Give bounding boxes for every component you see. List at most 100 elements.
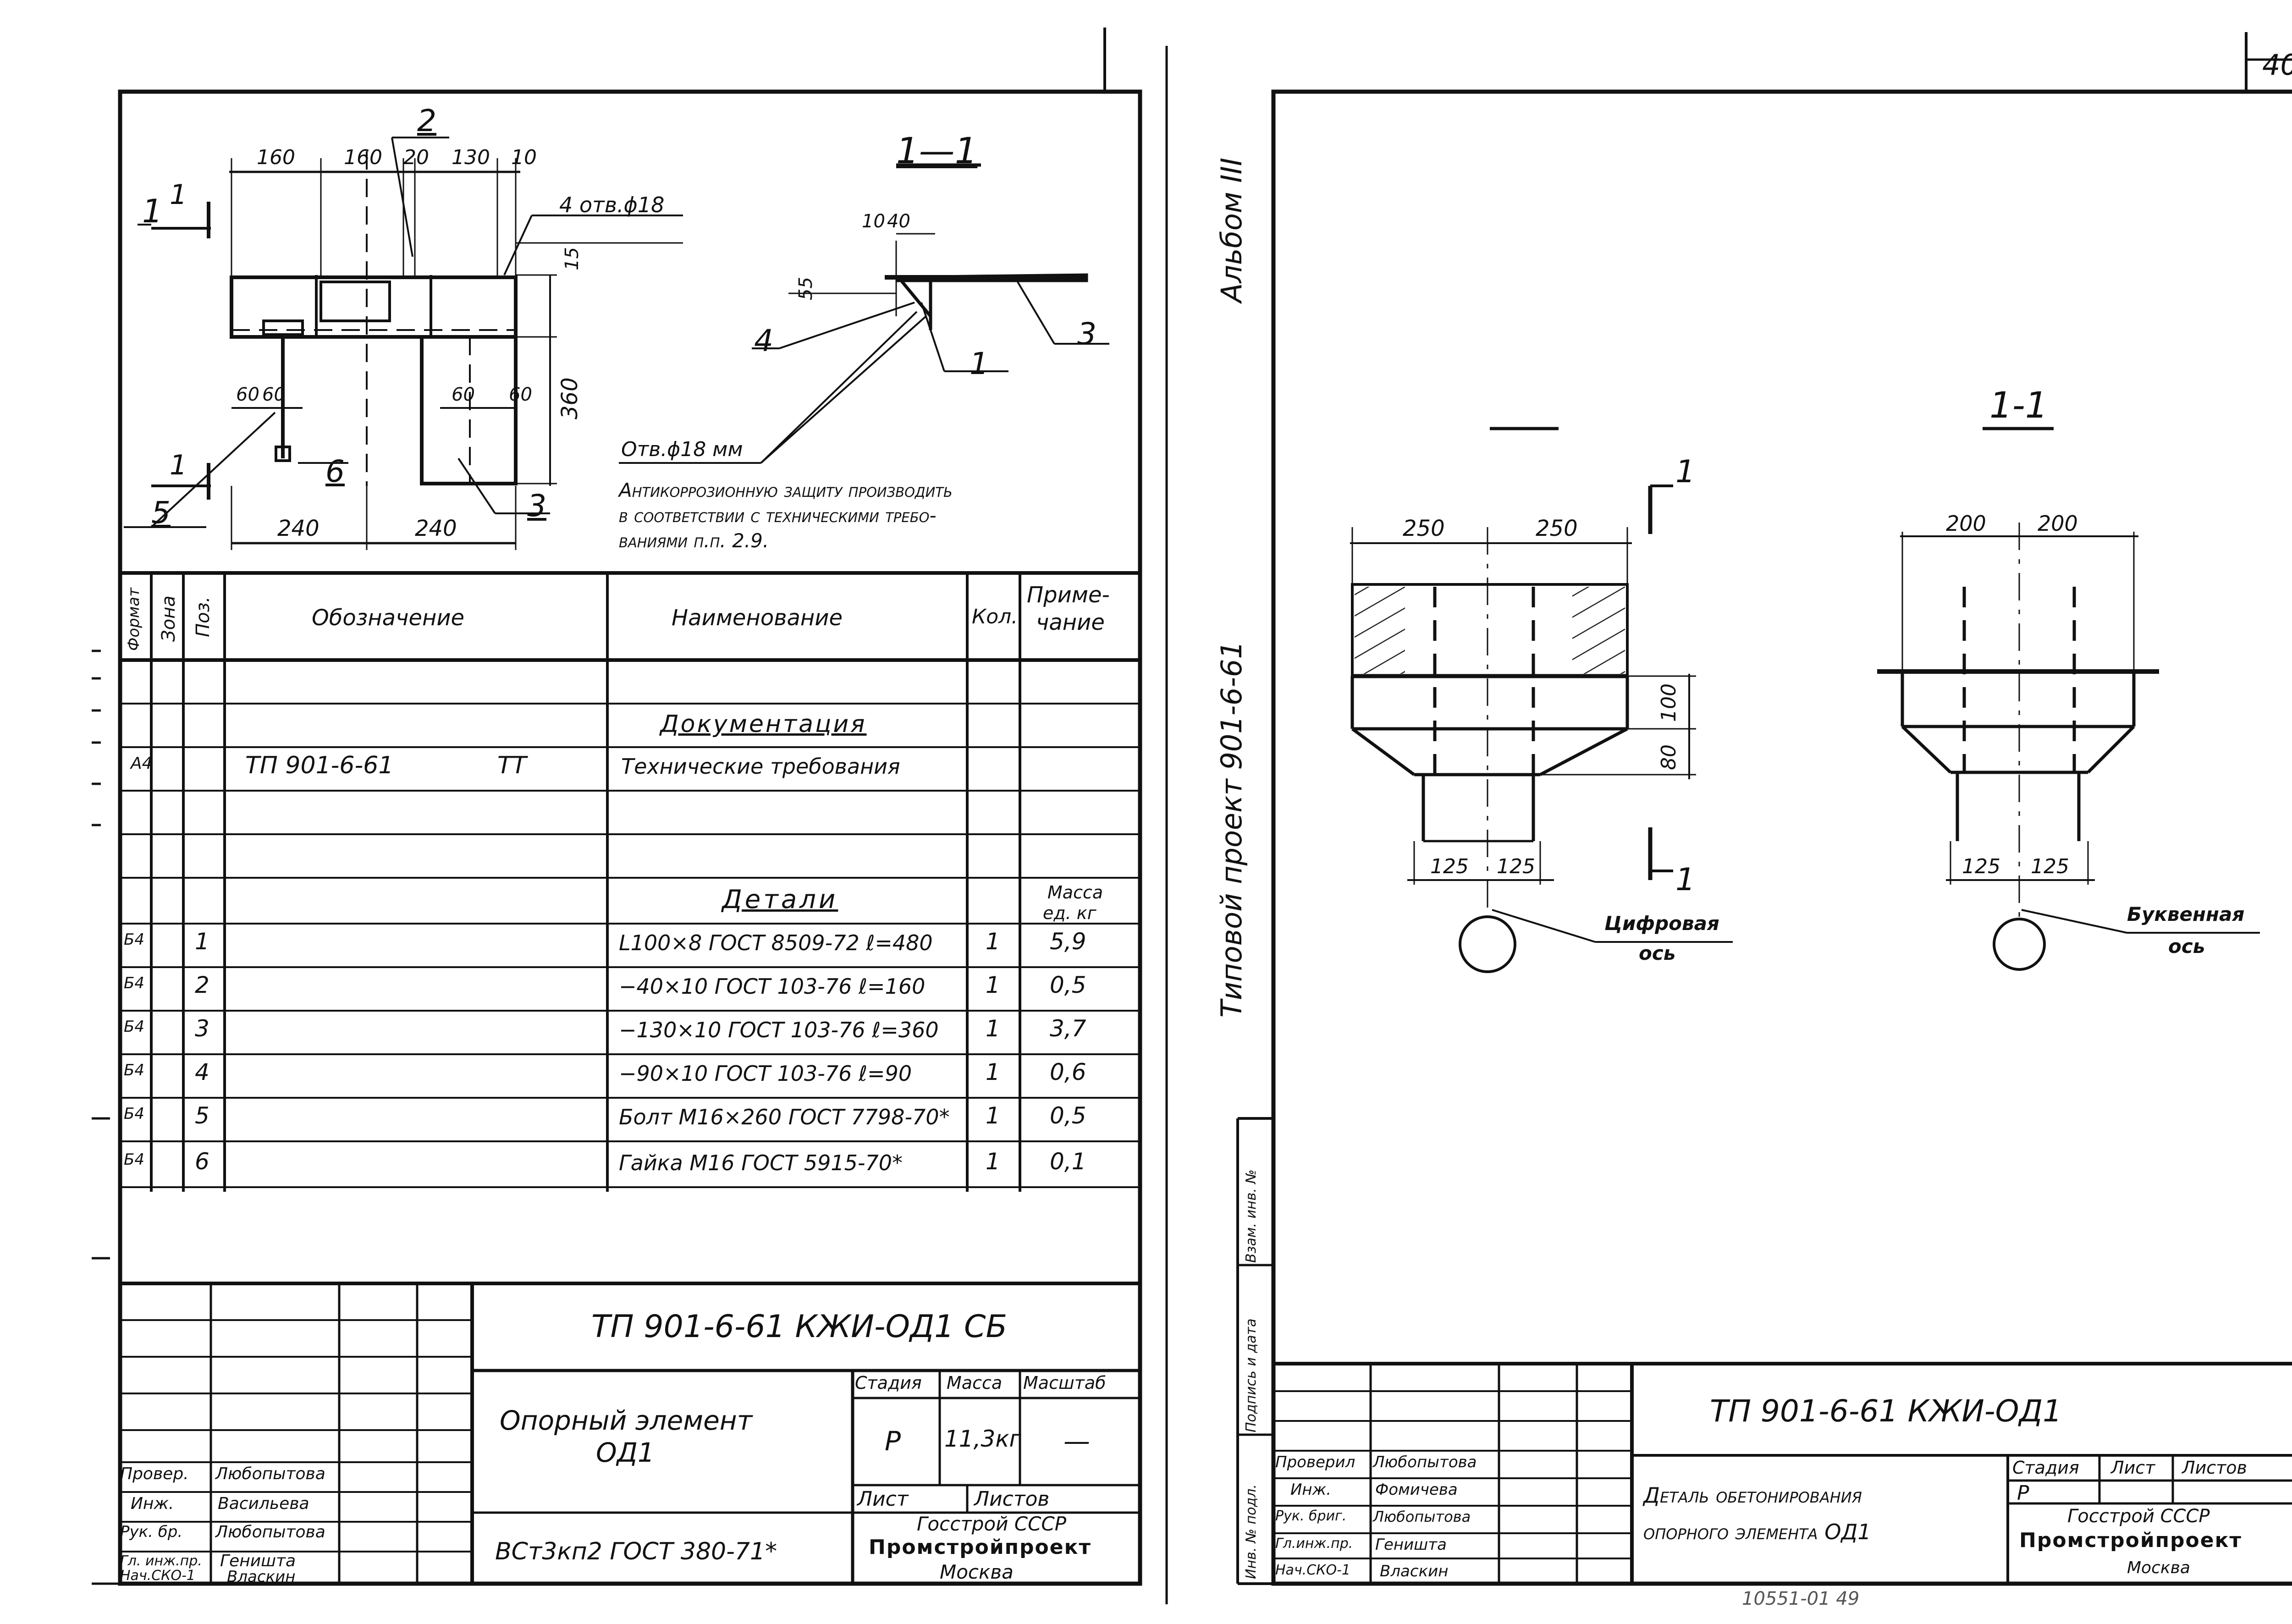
- mass-header-1: Масса: [1047, 882, 1103, 903]
- row-name: Гайка М16 ГОСТ 5915-70*: [619, 1151, 903, 1175]
- signer-name: Власкин: [1380, 1562, 1449, 1580]
- scale-value: —: [1063, 1426, 1090, 1457]
- stamp-inv-podl: Инв. № подл.: [1243, 1484, 1259, 1579]
- header-pos: Поз.: [193, 596, 214, 637]
- vertical-project: Типовой проект 901-6-61: [1215, 641, 1248, 1018]
- doc-row-designation: ТП 901-6-61: [245, 752, 394, 779]
- mass-value: 11,3кг: [944, 1426, 1021, 1452]
- dim-right-125b: 125: [2031, 855, 2069, 878]
- mass-header-2: ед. кг: [1043, 903, 1096, 923]
- stage-label: Стадия: [855, 1373, 922, 1393]
- row-mass: 0,5: [1050, 1102, 1086, 1129]
- cut-mark-bottom: 1: [1675, 862, 1696, 898]
- row-name: −130×10 ГОСТ 103-76 ℓ=360: [619, 1018, 939, 1042]
- dim-section-40: 40: [887, 211, 910, 232]
- note-line-1: Антикоррозионную защиту производить: [619, 479, 953, 501]
- signer-role: Гл. инж.пр.: [120, 1553, 202, 1569]
- callout-1-section: 1: [970, 346, 989, 381]
- stage-value: Р: [885, 1426, 901, 1457]
- row-mass: 3,7: [1050, 1015, 1086, 1042]
- section-details: Детали: [722, 885, 838, 914]
- dim-top-10: 10: [511, 146, 537, 169]
- section-documentation: Документация: [660, 710, 867, 738]
- dim-top-160a: 160: [257, 146, 295, 169]
- sheets-label: Листов: [974, 1487, 1050, 1511]
- right-name-2: опорного элемента ОД1: [1643, 1519, 1871, 1544]
- doc-row-format: A4: [131, 754, 153, 773]
- vertical-album: Альбом III: [1215, 157, 1248, 303]
- row-format: Б4: [124, 930, 144, 949]
- signer-role: Гл.инж.пр.: [1275, 1536, 1353, 1552]
- dim-left-250a: 250: [1403, 516, 1445, 541]
- right-org-line-3: Москва: [2127, 1558, 2190, 1577]
- row-name: −90×10 ГОСТ 103-76 ℓ=90: [619, 1061, 912, 1086]
- row-pos: 3: [195, 1015, 209, 1042]
- row-format: Б4: [124, 1061, 144, 1079]
- signer-role: Рук. бр.: [120, 1523, 183, 1541]
- org-line-1: Госстрой СССР: [917, 1513, 1067, 1535]
- scale-label: Масштаб: [1023, 1373, 1106, 1393]
- callout-3-section: 3: [1077, 316, 1096, 352]
- signer-name: Геништа: [220, 1552, 296, 1570]
- dim-15: 15: [562, 247, 583, 270]
- callout-5: 5: [151, 495, 171, 530]
- dim-inner-60d: 60: [509, 384, 532, 405]
- row-pos: 1: [195, 928, 209, 955]
- doc-row-code: ТТ: [497, 752, 527, 779]
- dim-bottom-240b: 240: [415, 516, 457, 541]
- dim-left-100: 100: [1657, 683, 1680, 722]
- callout-1-side: 1: [170, 179, 187, 211]
- sheet-label: Лист: [857, 1487, 909, 1511]
- note-line-2: в соответствии с техническими требо-: [619, 504, 937, 527]
- dim-left-125b: 125: [1497, 855, 1535, 878]
- right-org-line-1: Госстрой СССР: [2067, 1506, 2210, 1527]
- callout-3: 3: [527, 488, 546, 523]
- row-name: L100×8 ГОСТ 8509-72 ℓ=480: [619, 930, 933, 955]
- callout-1-bottom: 1: [170, 449, 187, 481]
- header-format: Формат: [125, 588, 143, 651]
- bottom-stamp: 10551-01 49: [1742, 1588, 1860, 1609]
- dim-inner-60a: 60: [236, 384, 259, 405]
- row-pos: 6: [195, 1148, 209, 1175]
- row-qty: 1: [986, 928, 1000, 955]
- doc-row-name: Технические требования: [621, 754, 900, 779]
- axis-label-letter-1: Буквенная: [2127, 903, 2245, 925]
- row-pos: 4: [195, 1059, 209, 1085]
- drawing-code: ТП 901-6-61 КЖИ-ОД1 СБ: [591, 1309, 1008, 1345]
- row-qty: 1: [986, 1015, 1000, 1042]
- row-format: Б4: [124, 1151, 144, 1169]
- signer-name: Любопытова: [1373, 1453, 1477, 1471]
- axis-label-digit-1: Цифровая: [1604, 912, 1719, 935]
- section-label-1-1: 1—1: [896, 131, 978, 172]
- signer-role: Провер.: [120, 1464, 189, 1483]
- page-number: 40: [2262, 48, 2292, 82]
- signer-role: Инж.: [131, 1494, 174, 1513]
- signer-name: Любопытова: [215, 1464, 325, 1483]
- signer-role: Проверил: [1275, 1453, 1355, 1471]
- dim-left-80: 80: [1657, 744, 1680, 770]
- header-designation: Обозначение: [312, 605, 465, 631]
- element-name-1: Опорный элемент: [500, 1405, 753, 1436]
- signer-name: Любопытова: [1373, 1508, 1471, 1525]
- element-name-2: ОД1: [596, 1437, 655, 1468]
- callout-2: 2: [417, 103, 436, 138]
- signer-name: Фомичева: [1375, 1481, 1458, 1499]
- axis-label-digit-2: ось: [1639, 942, 1676, 964]
- stamp-inv-replace: Взам. инв. №: [1243, 1169, 1259, 1263]
- org-line-3: Москва: [940, 1561, 1014, 1583]
- material: ВСт3кп2 ГОСТ 380-71*: [495, 1538, 777, 1565]
- right-stage-label: Стадия: [2012, 1458, 2079, 1478]
- signer-role: Нач.СКО-1: [1275, 1562, 1350, 1578]
- row-mass: 5,9: [1050, 928, 1086, 955]
- dim-right-200a: 200: [1946, 511, 1986, 536]
- row-name: Болт М16×260 ГОСТ 7798-70*: [619, 1105, 950, 1129]
- dim-360: 360: [557, 377, 583, 419]
- header-note-1: Приме-: [1027, 582, 1110, 608]
- header-zone: Зона: [158, 595, 179, 642]
- axis-label-letter-2: ось: [2168, 935, 2205, 958]
- row-pos: 5: [195, 1102, 209, 1129]
- dim-right-200b: 200: [2038, 511, 2078, 536]
- dim-inner-60b: 60: [262, 384, 286, 405]
- hole-note: Отв.ϕ18 мм: [621, 438, 743, 461]
